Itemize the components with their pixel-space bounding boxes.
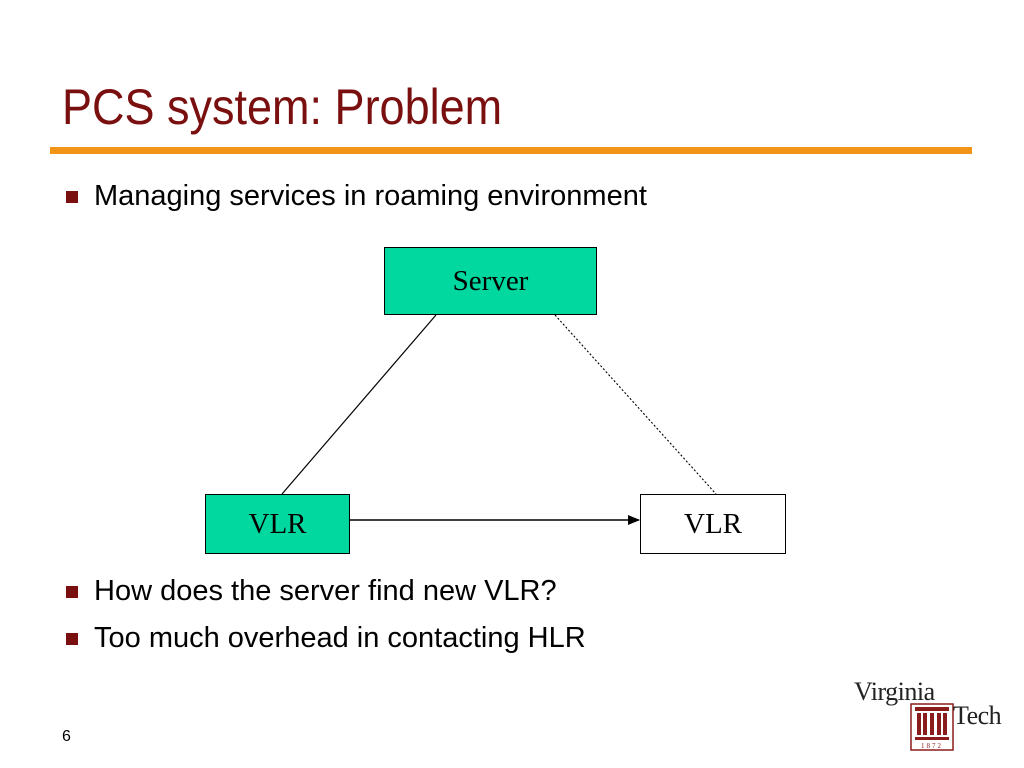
edge-server-to-vlr-right xyxy=(554,314,717,495)
bullet-item: Too much overhead in contacting HLR xyxy=(66,622,586,655)
bullet-item: Managing services in roaming environment xyxy=(66,180,647,213)
edge-server-to-vlr-left xyxy=(281,314,437,495)
bullet-text: Managing services in roaming environment xyxy=(94,180,647,212)
bullet-square-icon xyxy=(66,190,78,203)
bullet-text: How does the server find new VLR? xyxy=(94,575,557,607)
vlr-node-left: VLR xyxy=(205,494,350,554)
logo-line1: Virginia xyxy=(854,677,935,706)
slide-title: PCS system: Problem xyxy=(62,79,503,135)
server-node: Server xyxy=(384,247,597,315)
seal-year: 1872 xyxy=(921,742,943,750)
vlr-node-right: VLR xyxy=(640,494,786,554)
title-divider xyxy=(50,147,972,154)
bullet-square-icon xyxy=(66,632,78,645)
virginia-tech-logo: Virginia 1872 Tech xyxy=(850,677,1015,752)
logo-line2: Tech xyxy=(953,701,1002,730)
page-number: 6 xyxy=(62,728,71,745)
bullet-square-icon xyxy=(66,585,78,598)
university-seal-icon: 1872 xyxy=(910,703,954,751)
bullet-text: Too much overhead in contacting HLR xyxy=(94,622,586,654)
bullet-item: How does the server find new VLR? xyxy=(66,575,557,608)
